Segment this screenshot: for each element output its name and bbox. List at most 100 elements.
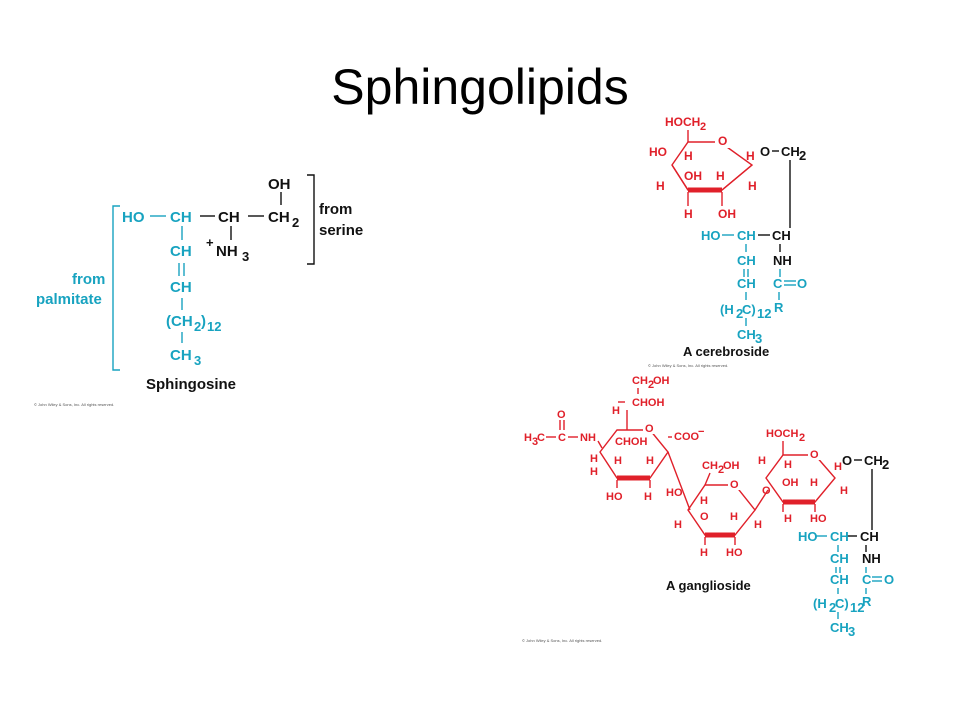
svg-text:HO: HO bbox=[798, 529, 818, 544]
svg-text:CH: CH bbox=[170, 209, 192, 226]
svg-text:HO: HO bbox=[606, 491, 623, 503]
svg-text:CHOH: CHOH bbox=[615, 436, 647, 448]
svg-text:H: H bbox=[834, 461, 842, 473]
svg-text:HO: HO bbox=[810, 513, 827, 525]
svg-text:OH: OH bbox=[268, 176, 291, 193]
svg-text:2: 2 bbox=[700, 121, 706, 133]
svg-text:O: O bbox=[842, 453, 852, 468]
sphingosine-name: Sphingosine bbox=[146, 376, 236, 393]
svg-text:H: H bbox=[840, 485, 848, 497]
svg-text:−: − bbox=[698, 426, 704, 438]
cerebroside-name: A cerebroside bbox=[683, 344, 769, 359]
svg-text:HO: HO bbox=[122, 209, 145, 226]
svg-text:CH: CH bbox=[737, 327, 756, 342]
svg-text:2: 2 bbox=[799, 148, 806, 163]
svg-text:H: H bbox=[810, 477, 818, 489]
svg-text:H: H bbox=[590, 466, 598, 478]
svg-text:HOCH: HOCH bbox=[766, 428, 798, 440]
svg-text:CH: CH bbox=[170, 243, 192, 260]
svg-text:O: O bbox=[718, 134, 727, 148]
svg-text:C): C) bbox=[835, 596, 849, 611]
svg-text:2: 2 bbox=[648, 379, 654, 391]
svg-text:NH: NH bbox=[216, 243, 238, 260]
svg-text:OH: OH bbox=[782, 477, 799, 489]
svg-text:O: O bbox=[730, 479, 739, 491]
svg-text:H: H bbox=[730, 511, 738, 523]
svg-text:CH: CH bbox=[170, 347, 192, 364]
svg-text:HO: HO bbox=[666, 487, 683, 499]
svg-text:H: H bbox=[646, 455, 654, 467]
svg-text:HOCH: HOCH bbox=[665, 115, 700, 129]
svg-text:OH: OH bbox=[653, 375, 670, 387]
svg-text:NH: NH bbox=[862, 551, 881, 566]
svg-text:12: 12 bbox=[757, 306, 771, 321]
svg-text:3: 3 bbox=[848, 624, 855, 639]
svg-text:O: O bbox=[557, 409, 566, 421]
svg-text:H: H bbox=[644, 491, 652, 503]
svg-text:3: 3 bbox=[242, 249, 249, 264]
svg-text:O: O bbox=[884, 572, 894, 587]
svg-text:O: O bbox=[645, 423, 654, 435]
svg-text:HO: HO bbox=[649, 145, 667, 159]
svg-text:O: O bbox=[760, 144, 770, 159]
svg-text:CH: CH bbox=[737, 276, 756, 291]
svg-text:H: H bbox=[614, 455, 622, 467]
from-serine-label-1: from bbox=[319, 201, 352, 218]
svg-text:CH: CH bbox=[737, 253, 756, 268]
svg-text:H: H bbox=[612, 405, 620, 417]
svg-text:CH: CH bbox=[830, 551, 849, 566]
svg-text:H: H bbox=[524, 432, 532, 444]
svg-text:(H: (H bbox=[720, 302, 734, 317]
svg-text:CH: CH bbox=[170, 279, 192, 296]
svg-text:C: C bbox=[773, 276, 783, 291]
svg-text:R: R bbox=[862, 594, 872, 609]
svg-text:CH: CH bbox=[772, 228, 791, 243]
svg-text:3: 3 bbox=[194, 353, 201, 368]
sphingosine-copyright: © John Wiley & Sons, Inc. All rights res… bbox=[34, 402, 114, 407]
svg-text:+: + bbox=[206, 235, 214, 250]
svg-text:H: H bbox=[684, 207, 693, 221]
svg-text:H: H bbox=[754, 519, 762, 531]
svg-text:CH: CH bbox=[860, 529, 879, 544]
svg-text:CH: CH bbox=[702, 460, 718, 472]
svg-text:H: H bbox=[684, 149, 693, 163]
svg-text:C: C bbox=[862, 572, 872, 587]
svg-text:C: C bbox=[537, 432, 545, 444]
svg-text:OH: OH bbox=[684, 169, 702, 183]
svg-text:C: C bbox=[558, 432, 566, 444]
svg-text:HO: HO bbox=[701, 228, 721, 243]
svg-text:H: H bbox=[748, 179, 757, 193]
svg-text:CH: CH bbox=[830, 620, 849, 635]
svg-text:H: H bbox=[746, 149, 755, 163]
svg-text:H: H bbox=[784, 459, 792, 471]
svg-text:3: 3 bbox=[755, 331, 762, 346]
svg-text:CHOH: CHOH bbox=[632, 397, 664, 409]
svg-text:12: 12 bbox=[207, 319, 221, 334]
svg-text:H: H bbox=[656, 179, 665, 193]
svg-text:CH: CH bbox=[830, 529, 849, 544]
ganglioside-name: A ganglioside bbox=[666, 578, 751, 593]
svg-text:2: 2 bbox=[194, 319, 201, 334]
svg-text:NH: NH bbox=[580, 432, 596, 444]
svg-text:H: H bbox=[674, 519, 682, 531]
slide-title: Sphingolipids bbox=[331, 59, 629, 115]
svg-text:COO: COO bbox=[674, 431, 700, 443]
svg-text:H: H bbox=[784, 513, 792, 525]
svg-text:(CH: (CH bbox=[166, 313, 193, 330]
svg-text:H: H bbox=[700, 495, 708, 507]
svg-text:O: O bbox=[810, 449, 819, 461]
cerebroside-copyright: © John Wiley & Sons, Inc. All rights res… bbox=[648, 363, 728, 368]
svg-text:H: H bbox=[700, 547, 708, 559]
svg-text:CH: CH bbox=[218, 209, 240, 226]
svg-text:O: O bbox=[762, 485, 771, 497]
svg-text:2: 2 bbox=[292, 215, 299, 230]
svg-text:2: 2 bbox=[799, 432, 805, 444]
svg-text:CH: CH bbox=[864, 453, 883, 468]
svg-text:HO: HO bbox=[726, 547, 743, 559]
svg-text:H: H bbox=[590, 453, 598, 465]
svg-text:CH: CH bbox=[781, 144, 800, 159]
